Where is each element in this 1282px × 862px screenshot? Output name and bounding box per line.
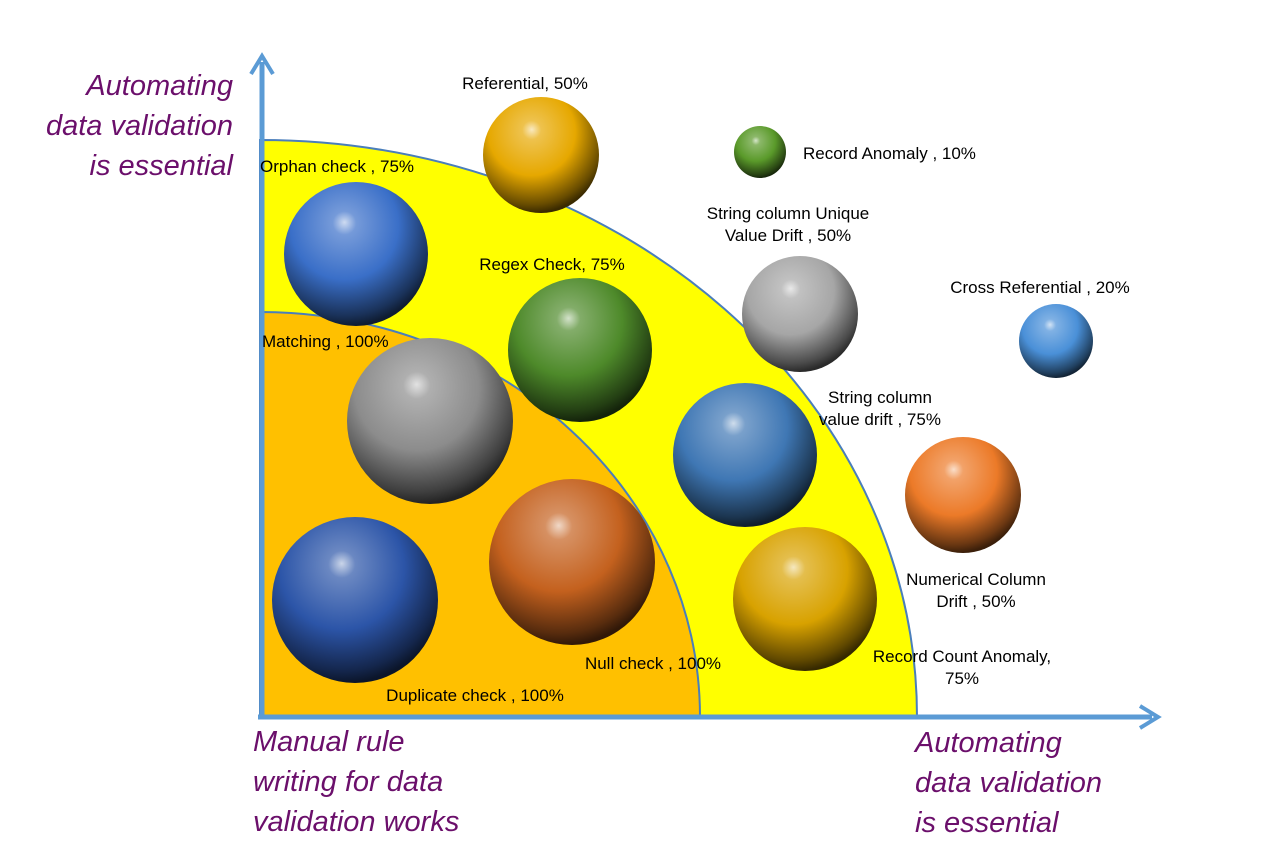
x-origin-label-line: Manual rule: [253, 726, 405, 758]
sphere-label: Record Anomaly , 10%: [803, 144, 976, 163]
y-axis-label-line: Automating: [86, 70, 233, 102]
sphere-label: Cross Referential , 20%: [950, 278, 1130, 297]
sphere-label-line: Cross Referential , 20%: [950, 278, 1130, 297]
sphere-duplicate-check: [272, 517, 438, 683]
sphere-label-line: 75%: [945, 669, 979, 688]
x-axis-end-label-line: is essential: [915, 807, 1059, 839]
sphere-label: Regex Check, 75%: [479, 255, 625, 274]
sphere-string-column-unique-value-drift: [742, 256, 858, 372]
sphere-label-line: Regex Check, 75%: [479, 255, 625, 274]
x-axis-arrow-icon: [1138, 704, 1162, 730]
sphere-label-line: String column Unique: [707, 204, 870, 223]
sphere-label-line: value drift , 75%: [819, 410, 941, 429]
sphere-record-anomaly: [734, 126, 786, 178]
x-axis-end-label-line: data validation: [915, 767, 1103, 799]
x-origin-label-line: writing for data: [253, 766, 444, 798]
x-origin-label-line: validation works: [253, 806, 460, 838]
y-axis-label: Automating data validation is essential: [46, 66, 233, 186]
sphere-referential: [483, 97, 599, 213]
sphere-label: Duplicate check , 100%: [386, 686, 564, 705]
sphere-label-line: Null check , 100%: [585, 654, 721, 673]
x-origin-label: Manual rule writing for data validation …: [253, 722, 459, 842]
sphere-label-line: Drift , 50%: [936, 592, 1015, 611]
sphere-null-check: [489, 479, 655, 645]
sphere-label-line: Numerical Column: [906, 570, 1046, 589]
y-axis-label-line: is essential: [89, 150, 233, 182]
x-axis-end-label-line: Automating: [915, 727, 1062, 759]
sphere-label-line: Value Drift , 50%: [725, 226, 851, 245]
sphere-record-count-anomaly: [733, 527, 877, 671]
sphere-label-line: Orphan check , 75%: [260, 157, 414, 176]
sphere-label: Null check , 100%: [585, 654, 721, 673]
sphere-label-line: Referential, 50%: [462, 74, 588, 93]
sphere-orphan-check: [284, 182, 428, 326]
x-axis-end-label: Automating data validation is essential: [915, 723, 1102, 843]
sphere-label: String column value drift , 75%: [819, 388, 941, 429]
sphere-label: Referential, 50%: [462, 74, 588, 93]
sphere-label: Orphan check , 75%: [260, 157, 414, 176]
y-axis-arrow-icon: [249, 52, 275, 76]
sphere-cross-referential: [1019, 304, 1093, 378]
sphere-label-line: Record Count Anomaly,: [873, 647, 1051, 666]
sphere-matching: [347, 338, 513, 504]
sphere-regex-check: [508, 278, 652, 422]
sphere-numerical-column-drift: [905, 437, 1021, 553]
sphere-label-line: Duplicate check , 100%: [386, 686, 564, 705]
sphere-string-column-value-drift: [673, 383, 817, 527]
sphere-label-line: String column: [828, 388, 932, 407]
sphere-label-line: Matching , 100%: [262, 332, 389, 351]
sphere-label-line: Record Anomaly , 10%: [803, 144, 976, 163]
sphere-label: Record Count Anomaly, 75%: [873, 647, 1051, 688]
sphere-label: Matching , 100%: [262, 332, 389, 351]
y-axis-label-line: data validation: [45, 110, 233, 142]
